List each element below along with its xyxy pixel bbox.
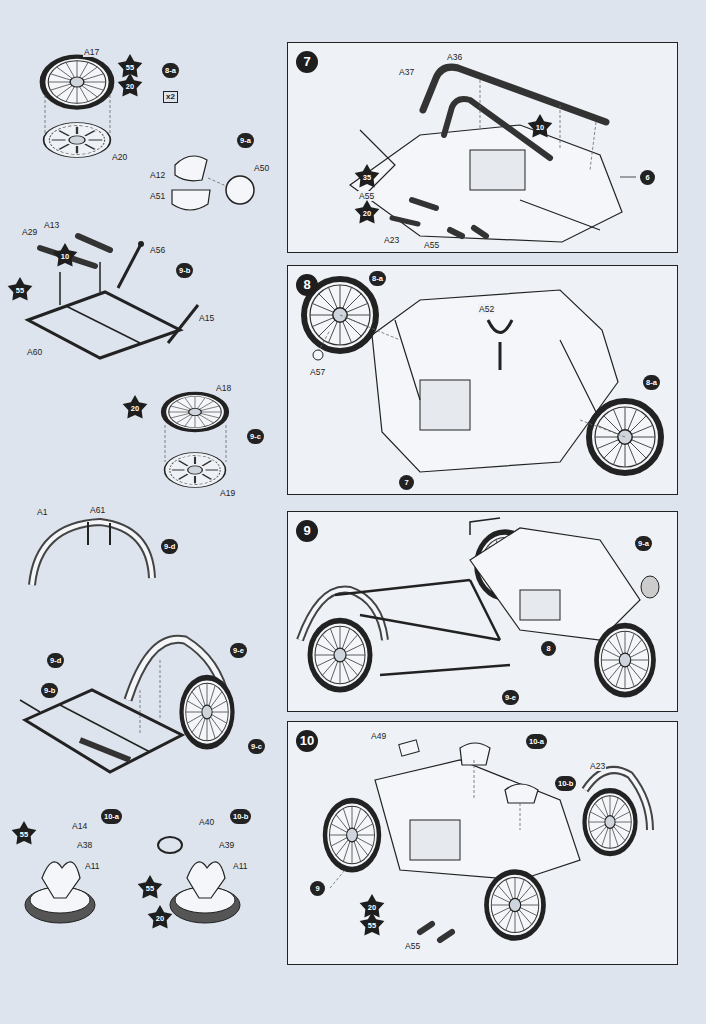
part-number: A11 <box>84 861 101 871</box>
part-number: A23 <box>383 235 400 245</box>
paint-number: 55 <box>11 821 37 849</box>
callout-number: 8-a <box>643 375 660 390</box>
callout-number: 8-a <box>162 63 179 78</box>
callout-number: 9-b <box>176 263 193 278</box>
callout-number: 10-b <box>555 776 576 791</box>
part-number: A55 <box>423 240 440 250</box>
part-number: A40 <box>198 817 215 827</box>
part-number: A17 <box>83 47 100 57</box>
paint-number: 55 <box>359 912 385 940</box>
part-number: A56 <box>149 245 166 255</box>
callout-number: 8 <box>541 641 556 656</box>
part-number: A18 <box>215 383 232 393</box>
step-number: 9 <box>296 520 318 542</box>
part-number: A14 <box>71 821 88 831</box>
step-panel: 10 <box>287 721 678 965</box>
paint-number: 20 <box>117 73 143 101</box>
callout-number: 9-e <box>502 690 519 705</box>
callout-number: 9-b <box>41 683 58 698</box>
paint-star: 20 <box>117 73 143 99</box>
part-number: A11 <box>232 861 249 871</box>
paint-number: 35 <box>354 164 380 192</box>
paint-star: 35 <box>354 164 380 190</box>
paint-number: 10 <box>52 243 78 271</box>
paint-number: 20 <box>122 395 148 423</box>
part-number: A37 <box>398 67 415 77</box>
part-number: A15 <box>198 313 215 323</box>
part-number: A29 <box>21 227 38 237</box>
part-number: A49 <box>370 731 387 741</box>
part-number: A1 <box>36 507 48 517</box>
callout-number: 10-b <box>230 809 251 824</box>
callout-number: 9-d <box>47 653 64 668</box>
callout-number: 9-d <box>161 539 178 554</box>
paint-star: 20 <box>354 200 380 226</box>
paint-star: 55 <box>7 277 33 303</box>
paint-star: 10 <box>527 114 553 140</box>
paint-star: 20 <box>122 395 148 421</box>
part-number: A55 <box>404 941 421 951</box>
paint-star: 20 <box>147 905 173 931</box>
part-number: A61 <box>89 505 106 515</box>
paint-number: 10 <box>527 114 553 142</box>
callout-number: 7 <box>399 475 414 490</box>
part-number: A39 <box>218 840 235 850</box>
part-number: A55 <box>358 191 375 201</box>
paint-star: 55 <box>137 875 163 901</box>
part-number: A13 <box>43 220 60 230</box>
paint-number: 20 <box>354 200 380 228</box>
callout-number: 10-a <box>526 734 547 749</box>
part-number: A23 <box>589 761 606 771</box>
callout-number: 9-a <box>635 536 652 551</box>
part-number: A19 <box>219 488 236 498</box>
part-number: A12 <box>149 170 166 180</box>
callout-number: 8-a <box>369 271 386 286</box>
step-number: 10 <box>296 730 318 752</box>
part-number: A57 <box>309 367 326 377</box>
part-number: A60 <box>26 347 43 357</box>
callout-number: 9-e <box>230 643 247 658</box>
paint-number: 55 <box>137 875 163 903</box>
paint-star: 10 <box>52 243 78 269</box>
step-number: 7 <box>296 51 318 73</box>
callout-number: 6 <box>640 170 655 185</box>
callout-number: 9-c <box>248 739 265 754</box>
part-number: A51 <box>149 191 166 201</box>
step-panel: 7 <box>287 42 678 253</box>
part-number: A52 <box>478 304 495 314</box>
part-number: A50 <box>253 163 270 173</box>
step-panel: 8 <box>287 265 678 495</box>
part-number: A38 <box>76 840 93 850</box>
paint-star: 55 <box>11 821 37 847</box>
callout-number: 9-c <box>247 429 264 444</box>
callout-number: 10-a <box>101 809 122 824</box>
part-number: A36 <box>446 52 463 62</box>
part-number: A20 <box>111 152 128 162</box>
callout-number: 9 <box>310 881 325 896</box>
quantity-mark: x2 <box>163 91 178 103</box>
step-panel: 9 <box>287 511 678 712</box>
paint-number: 20 <box>147 905 173 933</box>
callout-number: 9-a <box>237 133 254 148</box>
step-number: 8 <box>296 274 318 296</box>
paint-star: 55 <box>359 912 385 938</box>
paint-number: 55 <box>7 277 33 305</box>
